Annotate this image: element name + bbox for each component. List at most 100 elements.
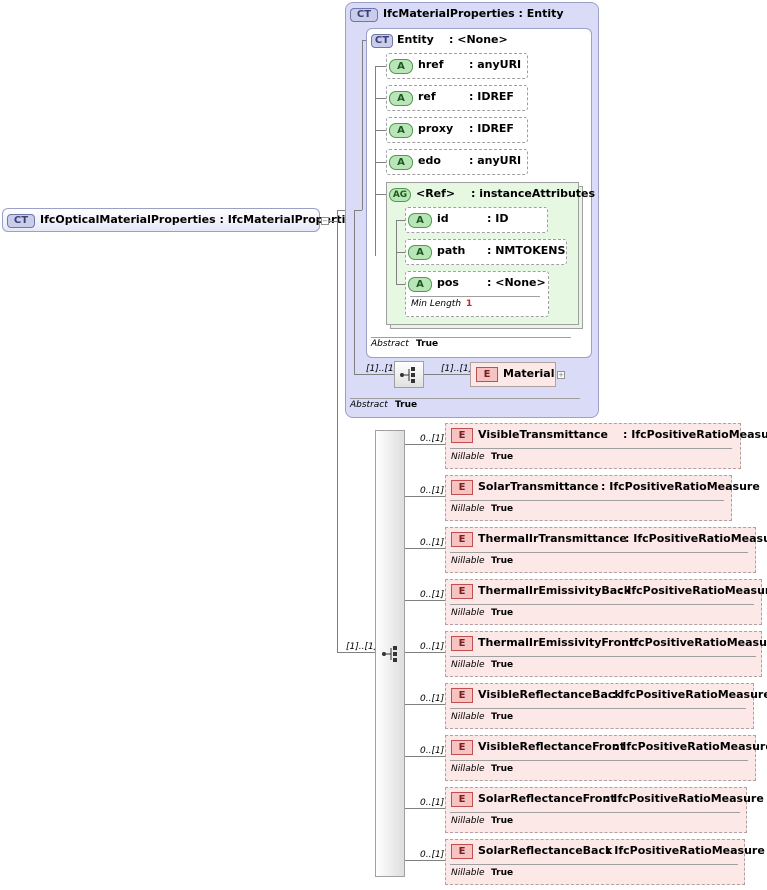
element-type: : IfcPositiveRatioMeasure: [605, 792, 764, 805]
base-type-label: IfcMaterialProperties : Entity: [383, 7, 564, 20]
attribute-badge: A: [408, 245, 432, 260]
element-thermal-ir-transmittance[interactable]: E ThermalIrTransmittance : IfcPositiveRa…: [445, 527, 767, 573]
element-thermal-ir-emissivity-back[interactable]: E ThermalIrEmissivityBack : IfcPositiveR…: [445, 579, 767, 625]
complex-type-badge: CT: [371, 34, 393, 48]
attribute-type: : anyURI: [469, 58, 522, 71]
connector: [362, 40, 363, 210]
element-name: ThermalIrEmissivityBack: [478, 584, 632, 597]
attribute-id[interactable]: A id : ID: [405, 207, 548, 233]
connector: [337, 210, 347, 211]
nillable-label: Nillable: [451, 660, 485, 670]
attribute-type: : ID: [487, 212, 509, 225]
element-cardinality: 0..[1]: [420, 694, 445, 704]
element-cardinality: 0..[1]: [420, 486, 445, 496]
main-sequence-compositor[interactable]: [375, 430, 405, 877]
separator: [410, 296, 540, 297]
separator: [450, 864, 738, 865]
nillable-label: Nillable: [451, 608, 485, 618]
element-badge: E: [476, 367, 498, 382]
abstract-value: True: [416, 339, 439, 349]
attribute-href[interactable]: A href : anyURI: [386, 53, 528, 79]
element-name: SolarReflectanceBack: [478, 844, 613, 857]
element-cardinality: 0..[1]: [420, 798, 445, 808]
abstract-label: Abstract: [350, 400, 388, 410]
attribute-type: : IDREF: [469, 90, 514, 103]
connector: [396, 252, 406, 253]
attribute-type: : anyURI: [469, 154, 522, 167]
attribute-name: ref: [418, 90, 436, 103]
connector: [375, 130, 387, 131]
connector: [375, 194, 387, 195]
attribute-name: pos: [437, 276, 459, 289]
separator: [450, 760, 748, 761]
base-sequence-compositor[interactable]: [394, 361, 424, 388]
element-cardinality: 0..[1]: [420, 590, 445, 600]
connector: [337, 652, 375, 653]
root-complex-type[interactable]: CT IfcOpticalMaterialProperties : IfcMat…: [2, 208, 359, 232]
element-cardinality: 0..[1]: [420, 850, 445, 860]
abstract-label: Abstract: [371, 339, 409, 349]
nillable-label: Nillable: [451, 452, 485, 462]
element-type: : IfcPositiveRatioMeasure: [612, 688, 767, 701]
attribute-ref[interactable]: A ref : IDREF: [386, 85, 528, 111]
element-type: : IfcPositiveRatioMeasure: [619, 584, 767, 597]
connector: [354, 374, 394, 375]
element-solar-transmittance[interactable]: E SolarTransmittance : IfcPositiveRatioM…: [445, 475, 760, 521]
connector: [405, 548, 445, 549]
material-cardinality: [1]..[1]: [441, 364, 473, 374]
connector: [405, 860, 445, 861]
facet-label: Min Length: [411, 299, 462, 309]
element-name: SolarTransmittance: [478, 480, 599, 493]
element-badge: E: [451, 532, 473, 547]
separator: [350, 398, 580, 399]
root-expand-icon[interactable]: −: [321, 217, 329, 225]
element-material[interactable]: E Material: [470, 362, 556, 387]
attribute-name: id: [437, 212, 449, 225]
element-cardinality: 0..[1]: [420, 538, 445, 548]
attribute-path[interactable]: A path : NMTOKENS: [405, 239, 567, 265]
connector: [405, 756, 445, 757]
element-visible-transmittance[interactable]: E VisibleTransmittance : IfcPositiveRati…: [445, 423, 767, 469]
element-name: ThermalIrTransmittance: [478, 532, 627, 545]
attribute-edo[interactable]: A edo : anyURI: [386, 149, 528, 175]
attribute-name: proxy: [418, 122, 454, 135]
element-visible-reflectance-back[interactable]: E VisibleReflectanceBack : IfcPositiveRa…: [445, 683, 767, 729]
connector: [405, 652, 445, 653]
material-expand-icon[interactable]: +: [557, 371, 565, 379]
connector: [405, 444, 445, 445]
nillable-value: True: [491, 504, 514, 514]
connector: [405, 808, 445, 809]
element-badge: E: [451, 792, 473, 807]
attribute-group-type: : instanceAttributes: [471, 187, 596, 200]
element-name: VisibleTransmittance: [478, 428, 609, 441]
attribute-name: href: [418, 58, 444, 71]
separator: [371, 337, 571, 338]
element-visible-reflectance-front[interactable]: E VisibleReflectanceFront : IfcPositiveR…: [445, 735, 767, 781]
element-solar-reflectance-back[interactable]: E SolarReflectanceBack : IfcPositiveRati…: [445, 839, 765, 885]
nillable-value: True: [491, 660, 514, 670]
element-badge: E: [451, 688, 473, 703]
element-type: : IfcPositiveRatioMeasure: [606, 844, 765, 857]
attribute-badge: A: [389, 155, 413, 170]
root-type-label: IfcOpticalMaterialProperties : IfcMateri…: [40, 213, 360, 226]
element-type: : IfcPositiveRatioMeasure: [621, 636, 767, 649]
nillable-value: True: [491, 868, 514, 878]
attribute-proxy[interactable]: A proxy : IDREF: [386, 117, 528, 143]
separator: [450, 552, 748, 553]
element-thermal-ir-emissivity-front[interactable]: E ThermalIrEmissivityFront : IfcPositive…: [445, 631, 767, 677]
separator: [450, 448, 732, 449]
element-name: VisibleReflectanceFront: [478, 740, 625, 753]
element-badge: E: [451, 636, 473, 651]
base-sequence-cardinality: [1]..[1]: [366, 364, 398, 374]
nillable-label: Nillable: [451, 504, 485, 514]
connector: [375, 66, 376, 256]
element-solar-reflectance-front[interactable]: E SolarReflectanceFront : IfcPositiveRat…: [445, 787, 764, 833]
nillable-value: True: [491, 608, 514, 618]
attribute-type: : <None>: [487, 276, 546, 289]
separator: [450, 604, 754, 605]
attribute-badge: A: [389, 123, 413, 138]
attribute-name: edo: [418, 154, 441, 167]
connector: [405, 496, 445, 497]
attribute-pos[interactable]: A pos : <None> Min Length 1: [405, 271, 549, 317]
sequence-icon: [382, 646, 397, 662]
